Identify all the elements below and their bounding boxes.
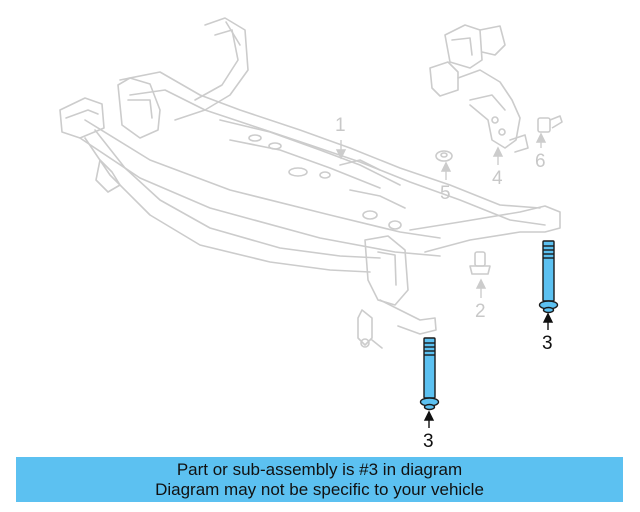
- leader-arrows-grey: [335, 132, 547, 298]
- callout-3-lower: 3: [423, 431, 434, 452]
- subframe-crossmember: [59, 17, 561, 349]
- callout-1: 1: [335, 115, 346, 136]
- callout-6: 6: [535, 151, 546, 172]
- highlighted-bolts: [419, 240, 559, 411]
- banner-line-1: Part or sub-assembly is #3 in diagram: [176, 459, 463, 479]
- leader-arrows-highlight: [423, 312, 554, 428]
- info-banner: Part or sub-assembly is #3 in diagram Di…: [16, 457, 623, 502]
- callout-3-right: 3: [542, 333, 553, 354]
- bolt-3-lower: [419, 337, 440, 411]
- bracket-assembly: [429, 24, 529, 153]
- subframe-diagram: [59, 17, 563, 428]
- callout-5: 5: [440, 183, 451, 204]
- callout-4: 4: [492, 168, 503, 189]
- banner-line-2: Diagram may not be specific to your vehi…: [155, 479, 484, 499]
- callout-2: 2: [475, 301, 486, 322]
- bolt-3-right: [538, 240, 559, 314]
- small-hardware: [435, 115, 563, 275]
